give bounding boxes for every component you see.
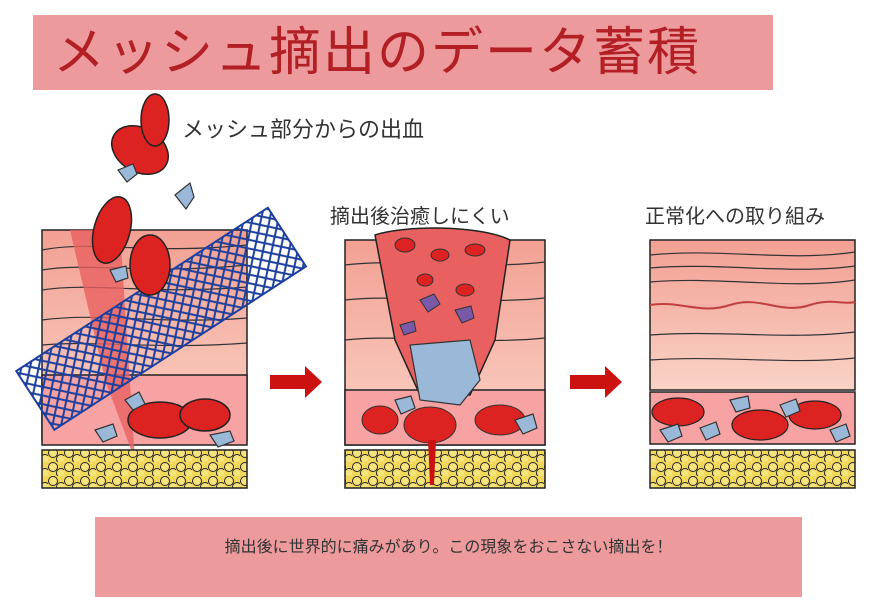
fat-layer-1: [41, 449, 248, 489]
panel-normalization: [649, 239, 856, 489]
panel-mesh-bleeding: [14, 93, 308, 489]
arrow-right-icon-2: [570, 366, 622, 398]
platelet-group-1: [94, 163, 235, 448]
label-normalization: 正常化への取り組み: [645, 204, 825, 228]
label-hard-to-heal: 摘出後治癒しにくい: [330, 204, 510, 228]
footer-message: 摘出後に世界的に痛みがあり。この現象をおこさない摘出を！: [224, 537, 673, 556]
page-title: メッシュ摘出のデータ蓄積: [53, 22, 702, 83]
footer-box: 摘出後に世界的に痛みがあり。この現象をおこさない摘出を！: [95, 517, 802, 597]
rbc-group-1: [91, 93, 231, 439]
purple-cells: [399, 293, 475, 336]
title-banner: メッシュ摘出のデータ蓄積: [33, 15, 773, 90]
label-mesh-bleeding: メッシュ部分からの出血: [182, 118, 425, 143]
rbc-group-2: [361, 237, 526, 444]
platelet-cluster-2: [394, 339, 538, 435]
rbc-group-3: [651, 397, 842, 441]
arrow-right-icon-1: [270, 366, 322, 398]
platelet-group-3: [659, 395, 851, 443]
panel-hard-to-heal: [344, 227, 546, 489]
